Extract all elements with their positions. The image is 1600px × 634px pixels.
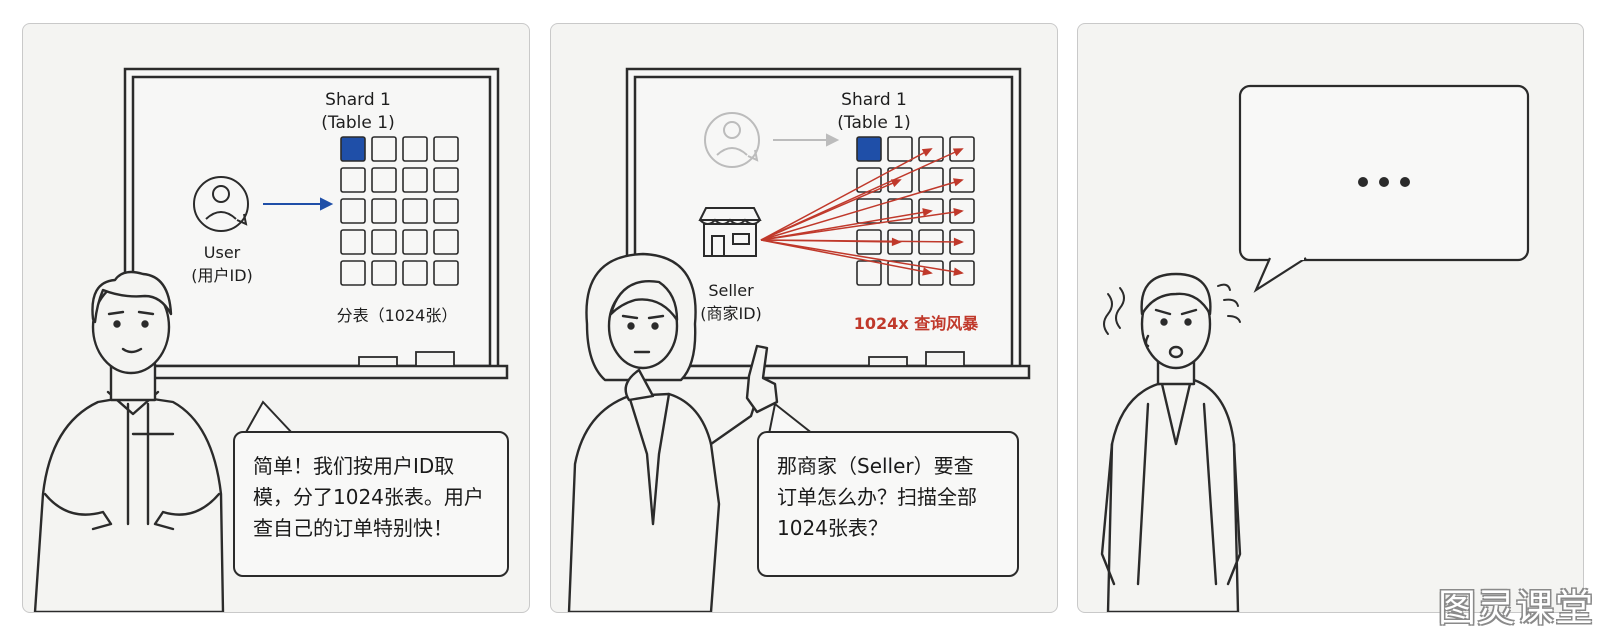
panel-1-artwork (33, 67, 509, 612)
table-cell (918, 167, 944, 193)
table-cell (402, 167, 428, 193)
watermark: 图灵课堂 (1437, 586, 1594, 630)
storm-arrowhead (953, 237, 964, 247)
speech-line: 1024张表？ (777, 516, 888, 540)
storm-arrowhead (953, 267, 964, 276)
shard-title: Shard 1 (841, 90, 907, 110)
panel-2-artwork (567, 67, 1031, 612)
storm-arrowhead (953, 207, 964, 217)
user-icon (704, 112, 760, 168)
table-cell (856, 260, 882, 286)
table-count-note: 分表（1024张） (336, 306, 458, 325)
arrow-icon (263, 197, 334, 211)
worry-lines (1103, 283, 1241, 335)
storm-arrowhead (953, 178, 964, 187)
arrow-icon (773, 133, 840, 147)
table-cell (402, 229, 428, 255)
storm-arrowhead (890, 179, 902, 188)
speech-bubble-tail (244, 400, 294, 435)
shard-subtitle: (Table 1) (837, 113, 911, 133)
speech-line: 那商家（Seller）要查 (777, 454, 974, 478)
user-icon (193, 176, 249, 232)
table-cell (340, 260, 366, 286)
comic-panel-1: Shard 1 (Table 1) User (用户ID) 分表（1024张） … (22, 23, 530, 613)
speech-line: 订单怎么办？扫描全部 (777, 485, 977, 509)
user-sublabel: (用户ID) (191, 266, 253, 285)
table-cell (887, 260, 913, 286)
table-cell (856, 167, 882, 193)
speech-bubble: 简单！我们按用户ID取 模，分了1024张表。用户 查自己的订单特别快！ (233, 431, 509, 577)
comic-panel-2: Shard 1 (Table 1) Seller (商家ID) 1024x 查询… (550, 23, 1058, 613)
storm-arrow (760, 239, 963, 274)
comic-panel-3: ... (1077, 23, 1584, 613)
speech-bubble-tail (768, 402, 814, 435)
seller-label: Seller (708, 281, 754, 300)
query-storm-arrows (760, 148, 964, 276)
seller-sublabel: (商家ID) (700, 304, 762, 323)
speech-line: 查自己的订单特别快！ (253, 516, 453, 540)
store-icon (698, 207, 762, 257)
woman-character (567, 252, 779, 612)
table-cell (402, 136, 428, 162)
table-cell (371, 198, 397, 224)
user-label: User (203, 243, 241, 262)
storm-arrow (760, 210, 963, 241)
storm-arrow (760, 179, 901, 241)
worried-man-character (1100, 272, 1242, 612)
table-cell (433, 229, 459, 255)
shard-table-grid (340, 136, 459, 286)
speech-bubble: 那商家（Seller）要查 订单怎么办？扫描全部 1024张表？ (757, 431, 1019, 577)
table-cell (371, 167, 397, 193)
table-cell (340, 198, 366, 224)
shard-title: Shard 1 (325, 90, 391, 110)
table-cell (402, 198, 428, 224)
table-cell (371, 229, 397, 255)
table-cell (402, 260, 428, 286)
speech-line: 简单！我们按用户ID取 (253, 454, 455, 478)
man-character (33, 270, 225, 612)
storm-arrow (760, 239, 932, 274)
storm-arrowhead (922, 208, 933, 217)
table-cell (371, 260, 397, 286)
table-cell (433, 260, 459, 286)
table-cell (433, 167, 459, 193)
panel-3-artwork (1100, 84, 1530, 612)
table-cell (340, 167, 366, 193)
table-cell (433, 136, 459, 162)
table-cell (340, 229, 366, 255)
table-cell (887, 136, 913, 162)
storm-arrowhead (922, 267, 933, 276)
table-cell (433, 198, 459, 224)
storm-arrow (760, 148, 932, 241)
storm-arrow (760, 239, 963, 243)
speech-line: 模，分了1024张表。用户 (253, 485, 484, 509)
active-table-cell (856, 136, 882, 162)
query-storm-label: 1024x 查询风暴 (853, 314, 979, 333)
speech-bubble (1238, 84, 1530, 293)
storm-arrowhead (921, 148, 933, 157)
ellipsis-icon (1358, 177, 1410, 187)
storm-arrow (760, 179, 963, 241)
active-table-cell (340, 136, 366, 162)
shard-subtitle: (Table 1) (321, 113, 395, 133)
table-cell (371, 136, 397, 162)
storm-arrowhead (952, 148, 964, 157)
